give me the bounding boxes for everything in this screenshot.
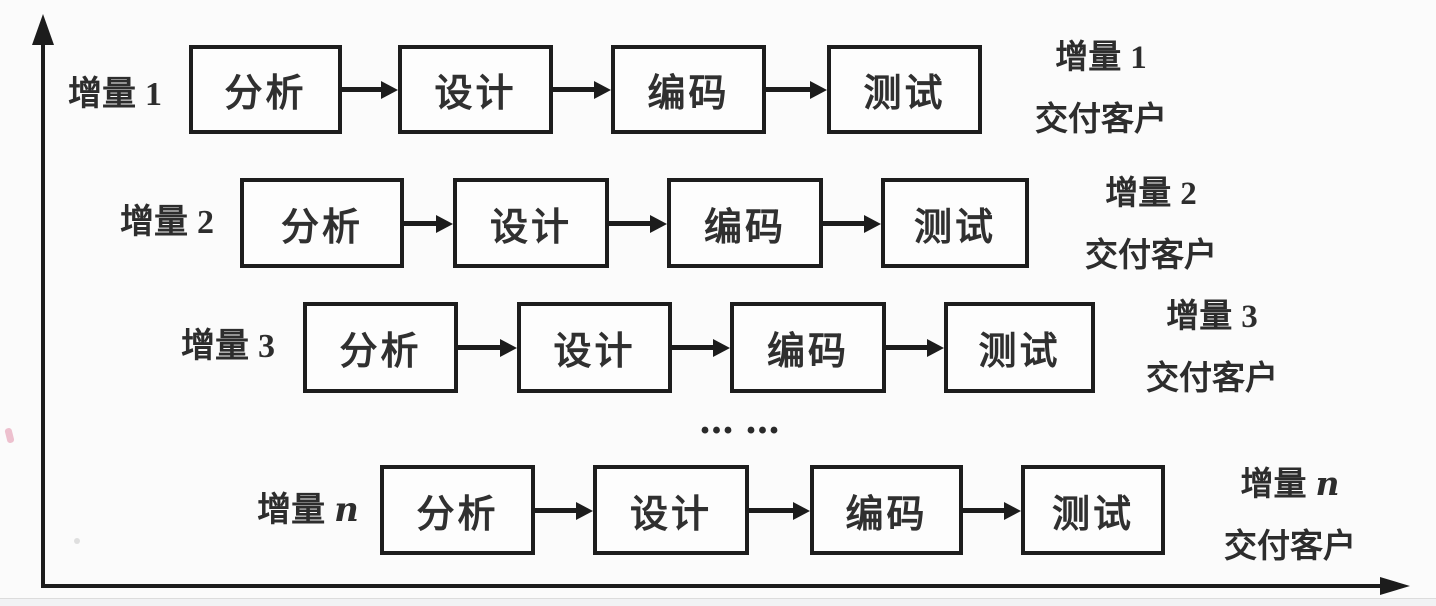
stage-label: 分析 [339,331,422,373]
stage-box-coding: 编码 [611,45,766,134]
stage-box-analysis: 分析 [303,302,458,393]
delivery-customer-line: 交付客户 [1146,361,1278,397]
delivery-prefix: 增量 [1105,176,1172,212]
flow-arrow-icon [749,508,793,513]
delivery-customer-line: 交付客户 [1035,102,1167,138]
increment-label-number: 3 [258,328,275,365]
continuation-ellipsis: ... ... [699,397,781,443]
scan-artifact [74,538,80,544]
stage-label: 设计 [629,493,712,536]
delivery-prefix: 增量 [1055,40,1122,76]
stage-label: 设计 [489,206,572,249]
y-axis-arrowhead-icon [32,14,54,45]
increment-label-text: 增量 [120,204,188,241]
stage-label: 分析 [280,206,363,249]
y-axis [41,40,45,588]
stage-box-testing: 测试 [881,178,1029,268]
flow-arrow-icon [609,221,650,226]
stage-label: 编码 [703,206,786,249]
stage-box-testing: 测试 [827,45,982,134]
stage-box-coding: 编码 [810,465,963,555]
delivery-prefix: 增量 [1166,299,1233,335]
scan-artifact [4,427,15,444]
stage-label: 测试 [863,73,946,115]
delivery-customer-line: 交付客户 [1224,529,1356,565]
increment-label-number: 2 [197,204,214,241]
increment-label-number: n [334,490,359,530]
stage-box-design: 设计 [398,45,553,134]
stage-box-design: 设计 [453,178,609,268]
stage-label: 设计 [553,331,636,373]
flow-arrow-icon [672,345,713,350]
stage-box-testing: 测试 [1021,465,1165,555]
increment-label-text: 增量 [68,76,136,113]
x-axis [42,584,1380,588]
flow-arrow-icon [823,221,864,226]
stage-box-coding: 编码 [730,302,886,393]
increment-label-text: 增量 [257,492,326,529]
x-axis-arrowhead-icon [1380,577,1410,595]
stage-box-design: 设计 [517,302,672,393]
increment-label-number: 1 [145,76,162,113]
delivery-number: 2 [1180,176,1197,212]
flow-arrow-icon [342,87,381,92]
delivery-number: n [1315,464,1340,503]
flow-arrow-icon [535,508,576,513]
stage-label: 设计 [434,73,517,115]
stage-label: 分析 [224,73,307,115]
delivery-customer-line: 交付客户 [1085,238,1217,274]
stage-label: 测试 [1051,493,1134,536]
stage-label: 编码 [845,493,928,536]
stage-label: 编码 [766,331,849,373]
increment-label-text: 增量 [181,328,249,365]
stage-label: 分析 [416,493,499,536]
flow-arrow-icon [886,345,927,350]
flow-arrow-icon [404,221,436,226]
page-edge-line [0,598,1436,606]
stage-box-analysis: 分析 [380,465,535,555]
stage-box-analysis: 分析 [240,178,404,268]
stage-box-testing: 测试 [944,302,1095,393]
flow-arrow-icon [766,87,810,92]
stage-box-analysis: 分析 [189,45,342,134]
flow-arrow-icon [553,87,594,92]
delivery-prefix: 增量 [1240,467,1307,503]
delivery-number: 1 [1130,40,1147,76]
stage-label: 编码 [647,73,730,115]
stage-label: 测试 [913,206,996,249]
stage-label: 测试 [978,331,1061,373]
stage-box-coding: 编码 [667,178,823,268]
flow-arrow-icon [963,508,1004,513]
delivery-number: 3 [1241,299,1258,335]
stage-box-design: 设计 [593,465,749,555]
flow-arrow-icon [458,345,500,350]
